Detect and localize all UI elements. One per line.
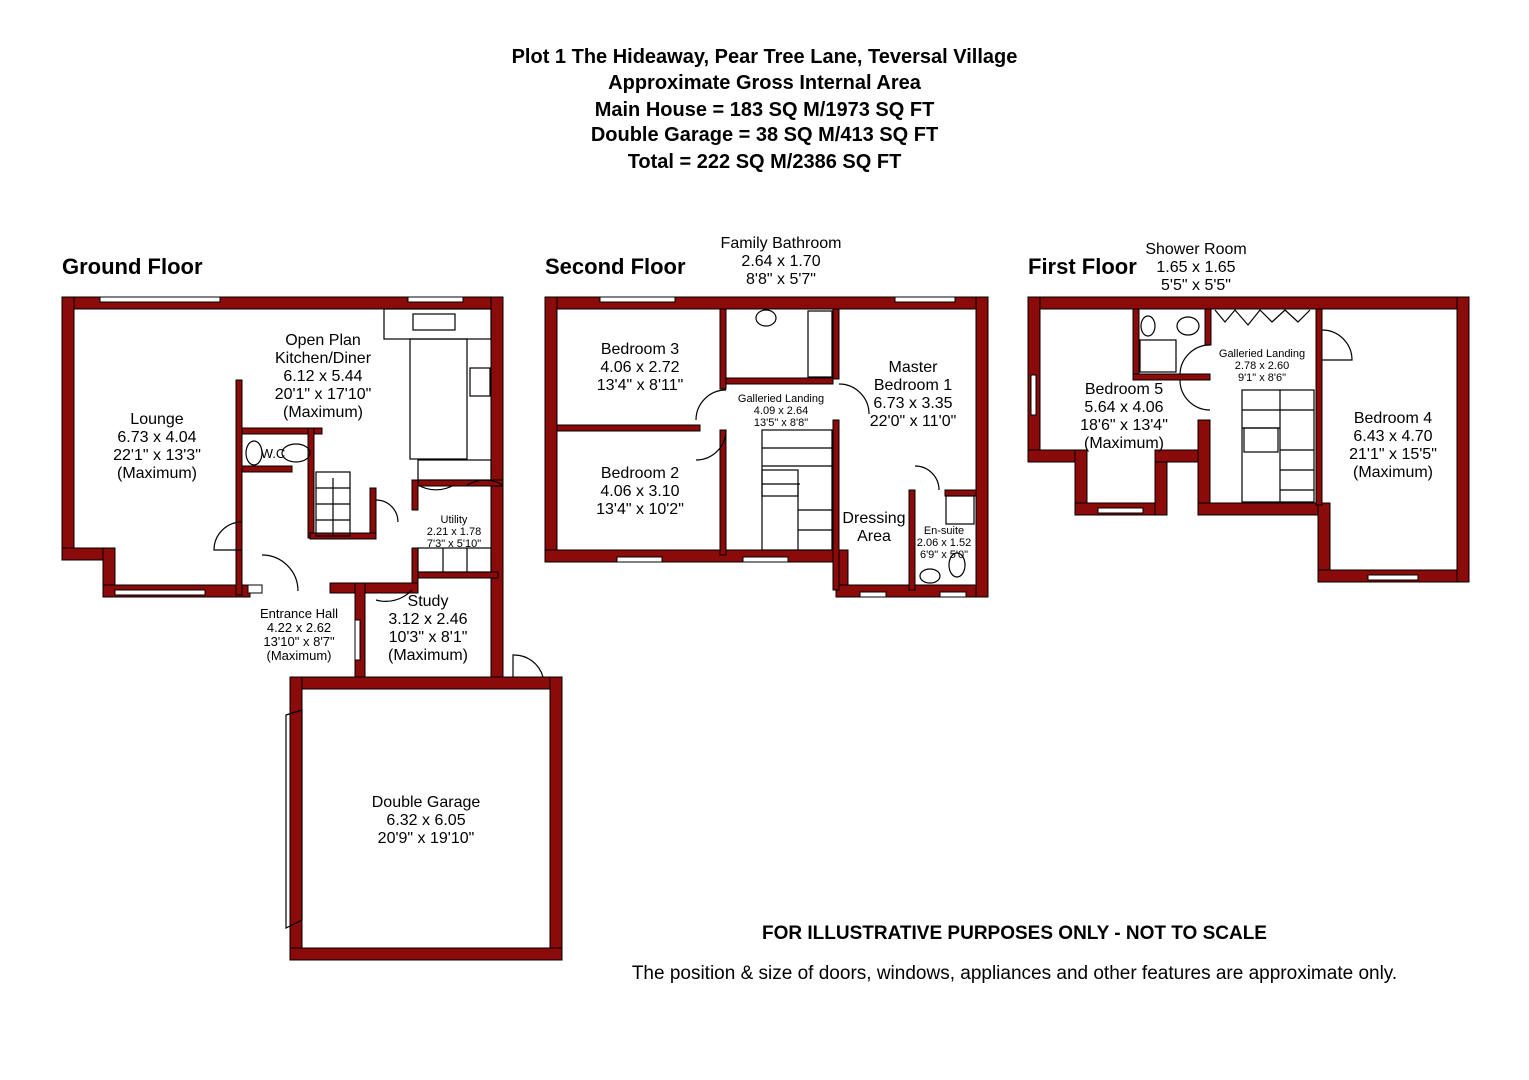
room-label-double-garage: Double Garage 6.32 x 6.05 20'9" x 19'10": [372, 794, 481, 848]
room-name: Open Plan: [285, 332, 361, 349]
room-name: Study: [407, 593, 449, 610]
room-name: Shower Room: [1145, 241, 1247, 258]
room-imperial: 13'4" x 8'11": [596, 377, 684, 394]
room-metric: 1.65 x 1.65: [1156, 259, 1236, 276]
room-name-2: Bedroom 1: [873, 377, 953, 394]
room-label-bedroom-4: Bedroom 4 6.43 x 4.70 21'1" x 15'5" (Max…: [1349, 410, 1437, 482]
room-imperial: 18'6" x 13'4": [1080, 417, 1168, 434]
room-name: Utility: [440, 514, 468, 526]
room-note: (Maximum): [283, 404, 363, 421]
room-imperial: 13'5" x 8'8": [753, 417, 809, 429]
room-note: (Maximum): [117, 465, 197, 482]
room-name: Bedroom 4: [1353, 410, 1433, 427]
room-note: (Maximum): [388, 647, 468, 664]
room-imperial: 20'9" x 19'10": [377, 830, 475, 847]
room-name: Lounge: [130, 411, 184, 428]
plan-subtitle: Approximate Gross Internal Area: [608, 72, 921, 94]
room-label-kitchen: Open Plan Kitchen/Diner 6.12 x 5.44 20'1…: [275, 332, 372, 422]
room-metric: 6.73 x 3.35: [873, 395, 953, 412]
room-imperial: 22'0" x 11'0": [869, 413, 957, 430]
room-label-galleried-landing-1: Galleried Landing 2.78 x 2.60 9'1" x 8'6…: [1219, 348, 1305, 384]
room-label-bedroom-3: Bedroom 3 4.06 x 2.72 13'4" x 8'11": [597, 341, 684, 395]
ground-floor-title: Ground Floor: [62, 254, 203, 279]
room-imperial: 20'1" x 17'10": [274, 386, 372, 403]
room-label-galleried-landing-2: Galleried Landing 4.09 x 2.64 13'5" x 8'…: [738, 393, 824, 429]
room-label-bedroom-5: Bedroom 5 5.64 x 4.06 18'6" x 13'4" (Max…: [1080, 381, 1168, 453]
room-metric: 6.43 x 4.70: [1353, 428, 1433, 445]
disclaimer: FOR ILLUSTRATIVE PURPOSES ONLY - NOT TO …: [762, 923, 1267, 944]
room-imperial: 10'3" x 8'1": [388, 629, 468, 646]
room-label-bedroom-2: Bedroom 2 4.06 x 3.10 13'4" x 10'2": [596, 465, 684, 519]
garage-area: Double Garage = 38 SQ M/413 SQ FT: [590, 124, 939, 146]
room-name: Bedroom 3: [600, 341, 680, 358]
room-metric: 2.06 x 1.52: [916, 537, 972, 549]
first-floor-walls: [1027, 296, 1470, 583]
total-area: Total = 222 SQ M/2386 SQ FT: [627, 151, 902, 173]
room-note: (Maximum): [1084, 435, 1164, 452]
room-metric: 6.73 x 4.04: [117, 429, 197, 446]
room-metric: 2.78 x 2.60: [1234, 360, 1290, 372]
second-floor-title: Second Floor: [545, 254, 686, 279]
room-label-lounge: Lounge 6.73 x 4.04 22'1" x 13'3" (Maximu…: [113, 411, 201, 483]
room-name: Galleried Landing: [737, 393, 825, 405]
room-name: Bedroom 2: [600, 465, 680, 482]
room-metric: 3.12 x 2.46: [388, 611, 468, 628]
room-name: En-suite: [923, 525, 965, 537]
footer-note: The position & size of doors, windows, a…: [631, 963, 1398, 984]
room-label-family-bathroom: Family Bathroom 2.64 x 1.70 8'8" x 5'7": [721, 235, 842, 289]
room-imperial: 9'1" x 8'6": [1237, 372, 1287, 384]
room-name: Bedroom 5: [1084, 381, 1164, 398]
room-label-shower-room: Shower Room 1.65 x 1.65 5'5" x 5'5": [1145, 241, 1246, 295]
room-label-study: Study 3.12 x 2.46 10'3" x 8'1" (Maximum): [388, 593, 468, 665]
room-imperial: 5'5" x 5'5": [1161, 277, 1231, 294]
room-label-entrance-hall: Entrance Hall 4.22 x 2.62 13'10" x 8'7" …: [260, 607, 338, 663]
room-metric: 2.21 x 1.78: [426, 526, 482, 538]
room-imperial: 13'10" x 8'7": [263, 634, 335, 649]
second-floor-walls: [544, 296, 989, 598]
room-label-utility: Utility 2.21 x 1.78 7'3" x 5'10": [427, 514, 481, 550]
room-imperial: 13'4" x 10'2": [596, 501, 684, 518]
room-metric: 6.32 x 6.05: [386, 812, 466, 829]
room-name: Double Garage: [371, 794, 481, 811]
room-metric: 5.64 x 4.06: [1084, 399, 1164, 416]
room-note: (Maximum): [1353, 464, 1433, 481]
room-name: Master: [888, 359, 938, 376]
room-name: Galleried Landing: [1218, 348, 1306, 360]
room-note: (Maximum): [266, 648, 332, 663]
room-imperial: 8'8" x 5'7": [746, 271, 816, 288]
room-imperial: 21'1" x 15'5": [1349, 446, 1437, 463]
room-label-dressing-area: Dressing Area: [842, 510, 905, 546]
main-house-area: Main House = 183 SQ M/1973 SQ FT: [594, 99, 935, 121]
room-label-master-bedroom: Master Bedroom 1 6.73 x 3.35 22'0" x 11'…: [870, 359, 957, 431]
room-name: Family Bathroom: [720, 235, 842, 252]
room-imperial: 6'9" x 5'0": [919, 549, 969, 561]
room-imperial: 7'3" x 5'10": [426, 538, 482, 550]
first-floor-title: First Floor: [1028, 254, 1137, 279]
room-name: Dressing: [842, 510, 906, 527]
plan-title: Plot 1 The Hideaway, Pear Tree Lane, Tev…: [511, 46, 1018, 68]
room-label-en-suite: En-suite 2.06 x 1.52 6'9" x 5'0": [917, 525, 971, 561]
ground-floor-walls: [61, 296, 563, 961]
room-metric: 4.22 x 2.62: [266, 620, 332, 635]
room-name-2: Kitchen/Diner: [274, 350, 372, 367]
room-label-wc: W.C: [260, 446, 286, 461]
room-metric: 2.64 x 1.70: [741, 253, 821, 270]
room-imperial: 22'1" x 13'3": [113, 447, 201, 464]
room-name: Entrance Hall: [259, 606, 339, 621]
room-metric: 4.06 x 2.72: [600, 359, 680, 376]
room-metric: 4.09 x 2.64: [753, 405, 809, 417]
room-metric: 6.12 x 5.44: [283, 368, 363, 385]
room-name-2: Area: [857, 528, 891, 545]
room-metric: 4.06 x 3.10: [600, 483, 680, 500]
